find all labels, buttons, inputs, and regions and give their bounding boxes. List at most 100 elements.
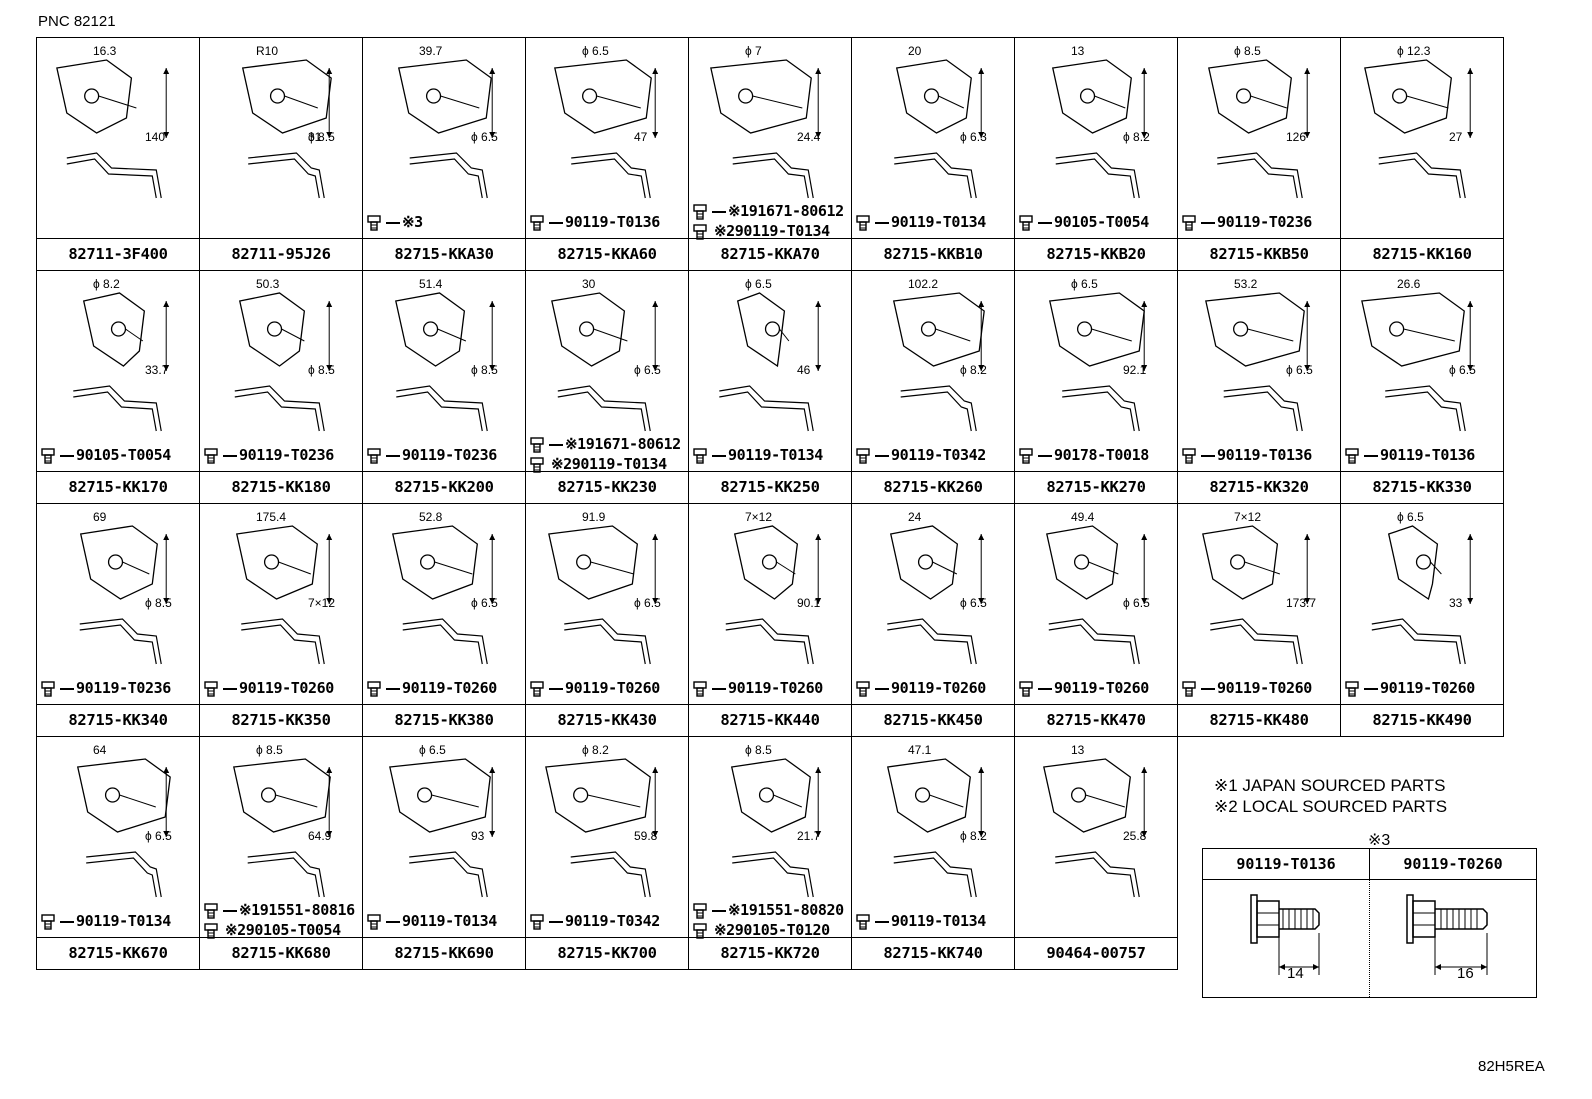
- dimension-label: 53.2: [1234, 277, 1258, 291]
- bolt-callout: 90119-T0134: [367, 912, 497, 930]
- part-drawing: [233, 758, 333, 898]
- part-drawing: [1205, 292, 1311, 432]
- part-drawing: [725, 525, 822, 665]
- bolt-icon: [530, 913, 544, 930]
- bolt-part-number: 90119-T0260: [1054, 679, 1149, 697]
- part-number: 82715-KK270: [1015, 471, 1177, 503]
- dimension-label: ϕ 8.2: [960, 829, 987, 843]
- part-drawing: [79, 525, 170, 665]
- dimension-label: 92.1: [1123, 363, 1147, 377]
- dimension-label: ϕ 8.2: [960, 363, 987, 377]
- part-number: 90464-00757: [1015, 937, 1177, 969]
- dimension-label: 25.8: [1123, 829, 1147, 843]
- part-drawing: [886, 758, 985, 898]
- dimension-label: ϕ 8.5: [1234, 44, 1261, 58]
- bolt-callout: 90119-T0134: [856, 912, 986, 930]
- bolt-part-number: 90105-T0054: [76, 446, 171, 464]
- part-number: 82715-KK250: [689, 471, 851, 503]
- bolt-callout: ※191551-80820: [693, 901, 844, 919]
- bolt-part-number: 90119-T0260: [728, 679, 823, 697]
- bolt-callout: 90119-T0342: [530, 912, 660, 930]
- bolt-callout: 90178-T0018: [1019, 446, 1149, 464]
- dimension-label: ϕ 8.5: [745, 743, 772, 757]
- bolt-callout: 90119-T0260: [693, 679, 823, 697]
- bolt-callout: 90119-T0342: [856, 446, 986, 464]
- part-number: 82715-KK330: [1341, 471, 1503, 503]
- bolt-part-number: 90119-T0236: [402, 446, 497, 464]
- dimension-label: ϕ 6.3: [960, 130, 987, 144]
- bolt-part-number: ※191671-80612: [565, 435, 681, 453]
- bolt-callout: 90105-T0054: [1019, 213, 1149, 231]
- dimension-label: 21.7: [797, 829, 821, 843]
- part-number: 82715-KKA60: [526, 238, 688, 270]
- bolt-icon: [1019, 214, 1033, 231]
- bolt-callout: ※3: [367, 213, 423, 231]
- part-number: 82715-KK440: [689, 704, 851, 736]
- bolt-part-number: 90119-T0134: [402, 912, 497, 930]
- dimension-label: 93: [471, 829, 485, 843]
- part-drawing: [235, 525, 333, 665]
- bolt-part-number: 90119-T0136: [1380, 446, 1475, 464]
- bolt-callout: 90119-T0236: [204, 446, 334, 464]
- bolt-icon: [41, 913, 55, 930]
- dimension-label: ϕ 6.5: [471, 596, 498, 610]
- part-drawing: [1364, 59, 1474, 199]
- bolt-icon: [1019, 447, 1033, 464]
- bolt-icon: [367, 680, 381, 697]
- dimension-label: 49.4: [1071, 510, 1095, 524]
- part-drawing: [894, 59, 985, 199]
- part-drawing: [234, 292, 333, 432]
- dimension-label: 30: [582, 277, 596, 291]
- part-number: 82715-KKA30: [363, 238, 525, 270]
- part-number: 82715-KK490: [1341, 704, 1503, 736]
- part-drawing: [1046, 525, 1148, 665]
- bolt-part-number: 90178-T0018: [1054, 446, 1149, 464]
- dimension-label: 64: [93, 743, 107, 757]
- part-number: 82715-KK260: [852, 471, 1014, 503]
- bolt-ref-length-2: 16: [1457, 965, 1474, 982]
- bolt-part-number: ※191551-80820: [728, 901, 844, 919]
- dimension-label: ϕ 6.5: [1286, 363, 1313, 377]
- bolt-icon: [367, 913, 381, 930]
- dimension-label: 13: [1071, 44, 1085, 58]
- dimension-label: 33: [1449, 596, 1463, 610]
- part-drawing: [892, 292, 985, 432]
- dimension-label: ϕ 8.5: [145, 596, 172, 610]
- bolt-ref-length-1: 14: [1287, 965, 1304, 982]
- bolt-part-number: 90119-T0260: [1217, 679, 1312, 697]
- part-drawing: [1051, 59, 1148, 199]
- dimension-label: ϕ 8.5: [256, 743, 283, 757]
- part-drawing: [392, 525, 496, 665]
- dimension-label: ϕ 6.5: [634, 596, 661, 610]
- part-drawing: [887, 525, 985, 665]
- part-drawing: [395, 292, 496, 432]
- bolt-part-number: 90119-T0236: [239, 446, 334, 464]
- dimension-label: 52.8: [419, 510, 443, 524]
- part-drawing: [73, 292, 170, 432]
- dimension-label: 50.3: [256, 277, 280, 291]
- part-number: 82715-KK680: [200, 937, 362, 969]
- dimension-label: 175.4: [256, 510, 287, 524]
- legend-local-sourced: ※2 LOCAL SOURCED PARTS: [1214, 797, 1448, 816]
- bolt-callout: ※191671-80612: [530, 435, 681, 453]
- dimension-label: R10: [256, 44, 279, 58]
- part-number: 82715-KK690: [363, 937, 525, 969]
- bolt-callout: 90119-T0260: [1019, 679, 1149, 697]
